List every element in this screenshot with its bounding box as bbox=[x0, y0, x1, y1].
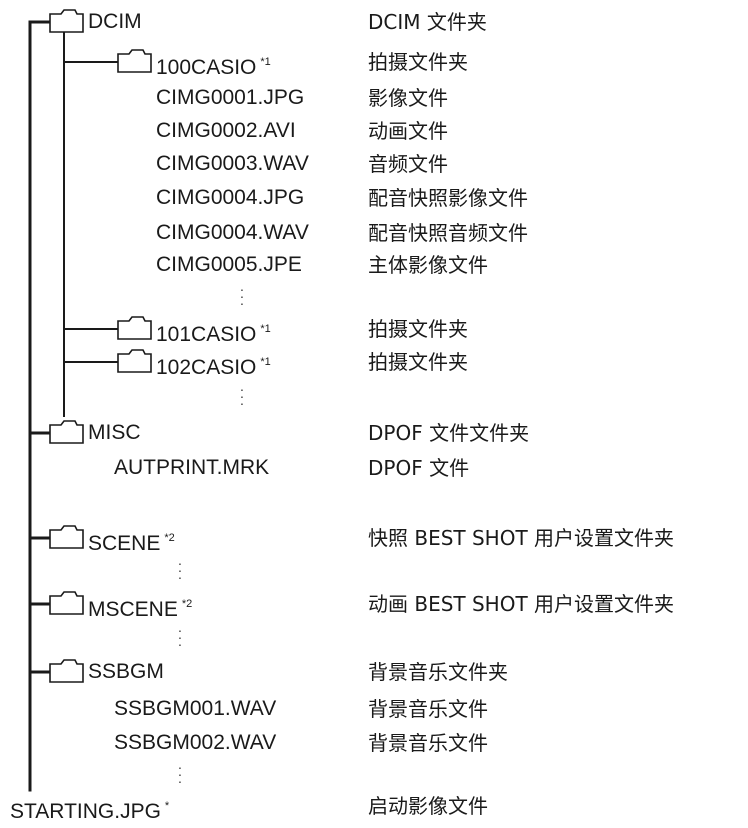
footnote-mark: *2 bbox=[164, 532, 175, 544]
folder-mscene-desc: 动画 BEST SHOT 用户设置文件夹 bbox=[368, 592, 675, 616]
file-label: CIMG0005.JPE bbox=[156, 253, 302, 276]
file-starting-label: STARTING.JPG* bbox=[10, 794, 169, 824]
folder-icon bbox=[49, 9, 84, 33]
file-desc: 配音快照影像文件 bbox=[368, 186, 528, 210]
file-desc: 动画文件 bbox=[368, 119, 448, 143]
file-label: CIMG0004.WAV bbox=[156, 221, 309, 244]
folder-icon bbox=[49, 659, 84, 683]
folder-101casio-name: 101CASIO bbox=[156, 323, 257, 346]
folder-100casio-name: 100CASIO bbox=[156, 56, 257, 79]
footnote-mark: *1 bbox=[260, 323, 271, 335]
file-starting-name: STARTING.JPG bbox=[10, 800, 161, 823]
folder-100casio-label: 100CASIO*1 bbox=[156, 50, 271, 80]
folder-icon bbox=[117, 49, 152, 73]
folder-ssbgm-label: SSBGM bbox=[88, 660, 164, 683]
folder-dcim-label: DCIM bbox=[88, 10, 142, 33]
file-desc: 影像文件 bbox=[368, 86, 448, 110]
footnote-mark: *2 bbox=[181, 598, 193, 610]
ellipsis-vertical: ··· bbox=[177, 759, 183, 789]
footnote-mark: *1 bbox=[260, 56, 271, 68]
folder-102casio-name: 102CASIO bbox=[156, 356, 257, 379]
file-ssbgm001-label: SSBGM001.WAV bbox=[114, 697, 277, 720]
file-autprint-label: AUTPRINT.MRK bbox=[114, 456, 270, 479]
folder-100casio-desc: 拍摄文件夹 bbox=[368, 50, 468, 74]
file-label: CIMG0002.AVI bbox=[156, 119, 296, 142]
folder-scene-desc: 快照 BEST SHOT 用户设置文件夹 bbox=[368, 526, 675, 550]
folder-icon bbox=[49, 420, 84, 444]
folder-mscene-name: MSCENE bbox=[88, 598, 178, 621]
folder-icon bbox=[49, 525, 84, 549]
folder-dcim-desc: DCIM 文件夹 bbox=[368, 10, 487, 34]
file-starting-desc: 启动影像文件 bbox=[368, 794, 488, 818]
footnote-mark: * bbox=[164, 800, 170, 812]
ellipsis-vertical: ··· bbox=[177, 622, 183, 652]
folder-icon bbox=[117, 316, 152, 340]
folder-102casio-label: 102CASIO*1 bbox=[156, 350, 271, 380]
file-label: CIMG0001.JPG bbox=[156, 86, 305, 109]
footnote-mark: *1 bbox=[260, 356, 271, 368]
folder-mscene-label: MSCENE*2 bbox=[88, 592, 192, 622]
folder-ssbgm-desc: 背景音乐文件夹 bbox=[368, 660, 508, 684]
folder-scene-name: SCENE bbox=[88, 532, 161, 555]
folder-misc-desc: DPOF 文件文件夹 bbox=[368, 421, 530, 445]
file-desc: 音频文件 bbox=[368, 152, 448, 176]
file-label: CIMG0004.JPG bbox=[156, 186, 305, 209]
folder-102casio-desc: 拍摄文件夹 bbox=[368, 350, 468, 374]
ellipsis-vertical: ··· bbox=[239, 381, 245, 411]
file-ssbgm001-desc: 背景音乐文件 bbox=[368, 697, 488, 721]
folder-icon bbox=[117, 349, 152, 373]
file-label: CIMG0003.WAV bbox=[156, 152, 309, 175]
file-ssbgm002-label: SSBGM002.WAV bbox=[114, 731, 277, 754]
folder-101casio-desc: 拍摄文件夹 bbox=[368, 317, 468, 341]
ellipsis-vertical: ··· bbox=[239, 281, 245, 311]
folder-101casio-label: 101CASIO*1 bbox=[156, 317, 271, 347]
folder-icon bbox=[49, 591, 84, 615]
folder-misc-label: MISC bbox=[88, 421, 141, 444]
file-autprint-desc: DPOF 文件 bbox=[368, 456, 470, 480]
folder-scene-label: SCENE*2 bbox=[88, 526, 175, 556]
ellipsis-vertical: ··· bbox=[177, 555, 183, 585]
file-ssbgm002-desc: 背景音乐文件 bbox=[368, 731, 488, 755]
file-desc: 主体影像文件 bbox=[368, 253, 488, 277]
file-desc: 配音快照音频文件 bbox=[368, 221, 528, 245]
